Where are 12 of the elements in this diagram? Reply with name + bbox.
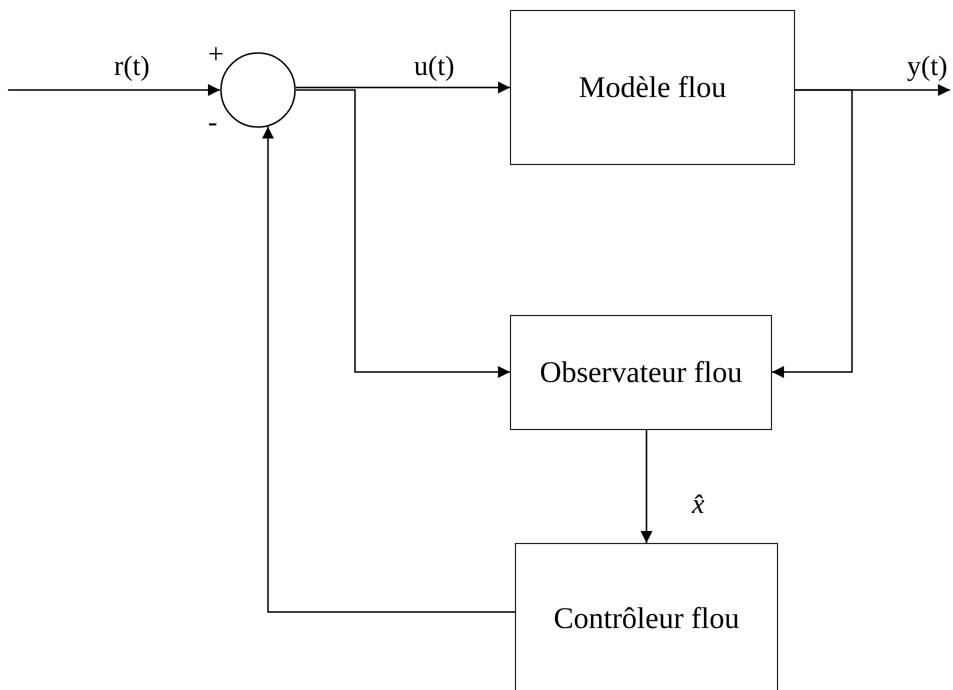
block [515,543,778,690]
arrow [296,89,510,378]
block [510,315,772,430]
arrow [262,126,515,613]
arrow [8,84,220,96]
block-label: Modèle flou [578,70,728,106]
block-label: Observateur flou [538,354,744,390]
arrow [640,430,652,543]
arrow [296,82,510,94]
block-label: Contrôleur flou [552,600,740,636]
block [510,10,795,165]
arrow [772,89,853,378]
